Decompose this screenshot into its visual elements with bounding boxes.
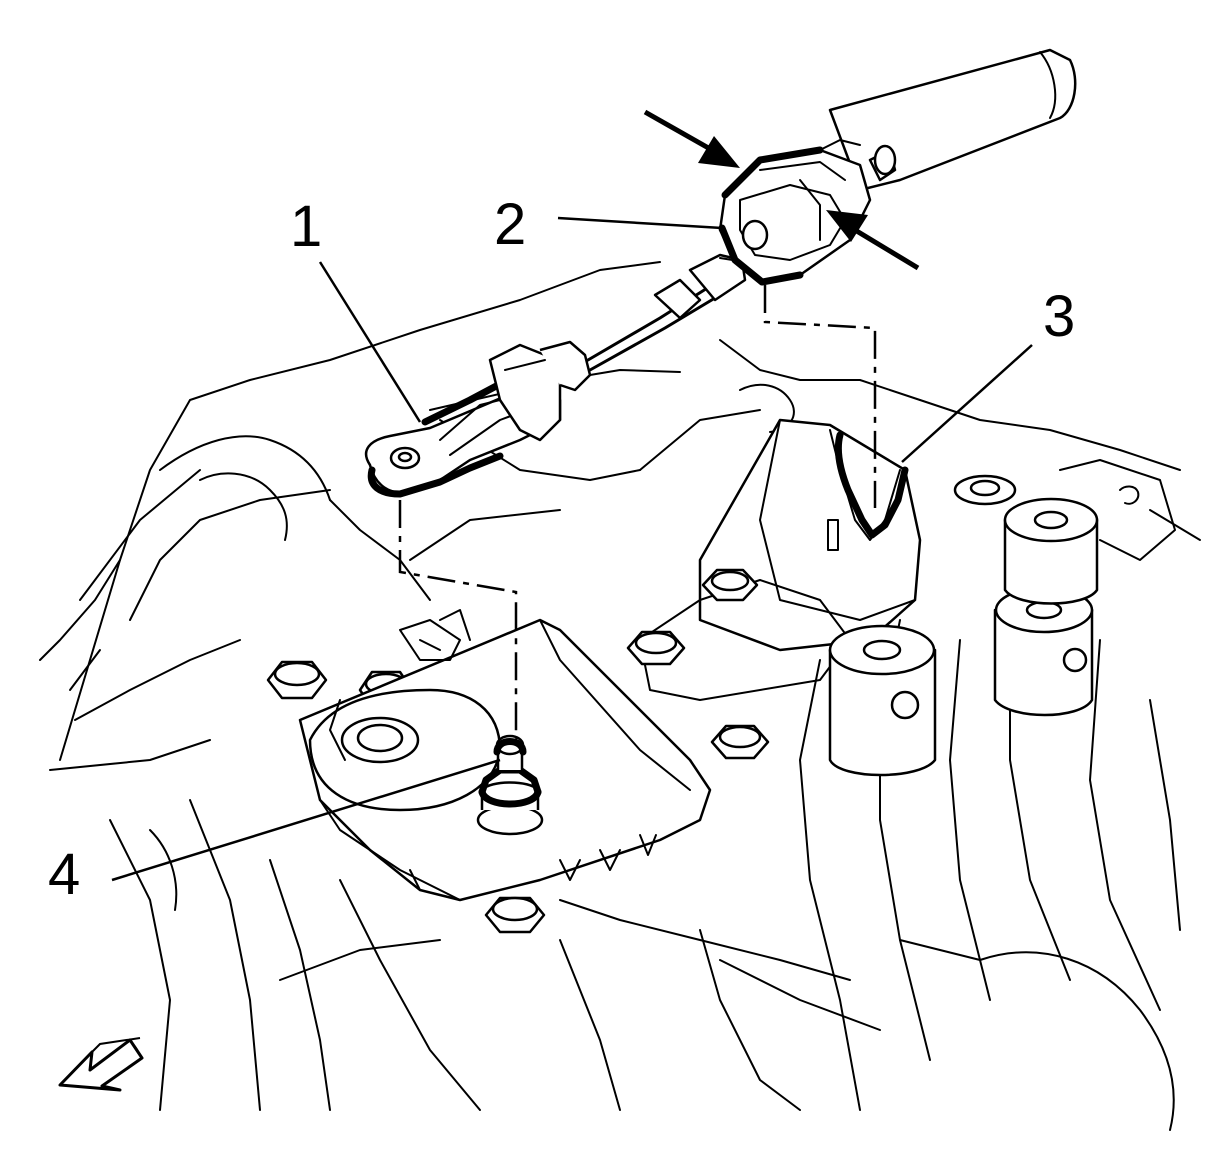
installation-paths: [398, 285, 877, 745]
cylinder-bosses: [828, 497, 1099, 777]
sensor-stud: [476, 734, 544, 836]
callout-label-2: 2: [494, 192, 527, 257]
callout-label-3: 3: [1043, 284, 1076, 349]
callout-label-4: 4: [48, 842, 81, 907]
release-tab-arrow-icon: [643, 109, 920, 271]
front-direction-arrow-icon: [58, 1037, 144, 1092]
fasteners: [266, 474, 1017, 934]
engine-block-outline: [39, 261, 1201, 1131]
harness-connector: [718, 48, 1077, 286]
callout-label-1: 1: [290, 194, 323, 259]
leader-lines: [111, 216, 1033, 882]
sensor: [364, 253, 747, 498]
